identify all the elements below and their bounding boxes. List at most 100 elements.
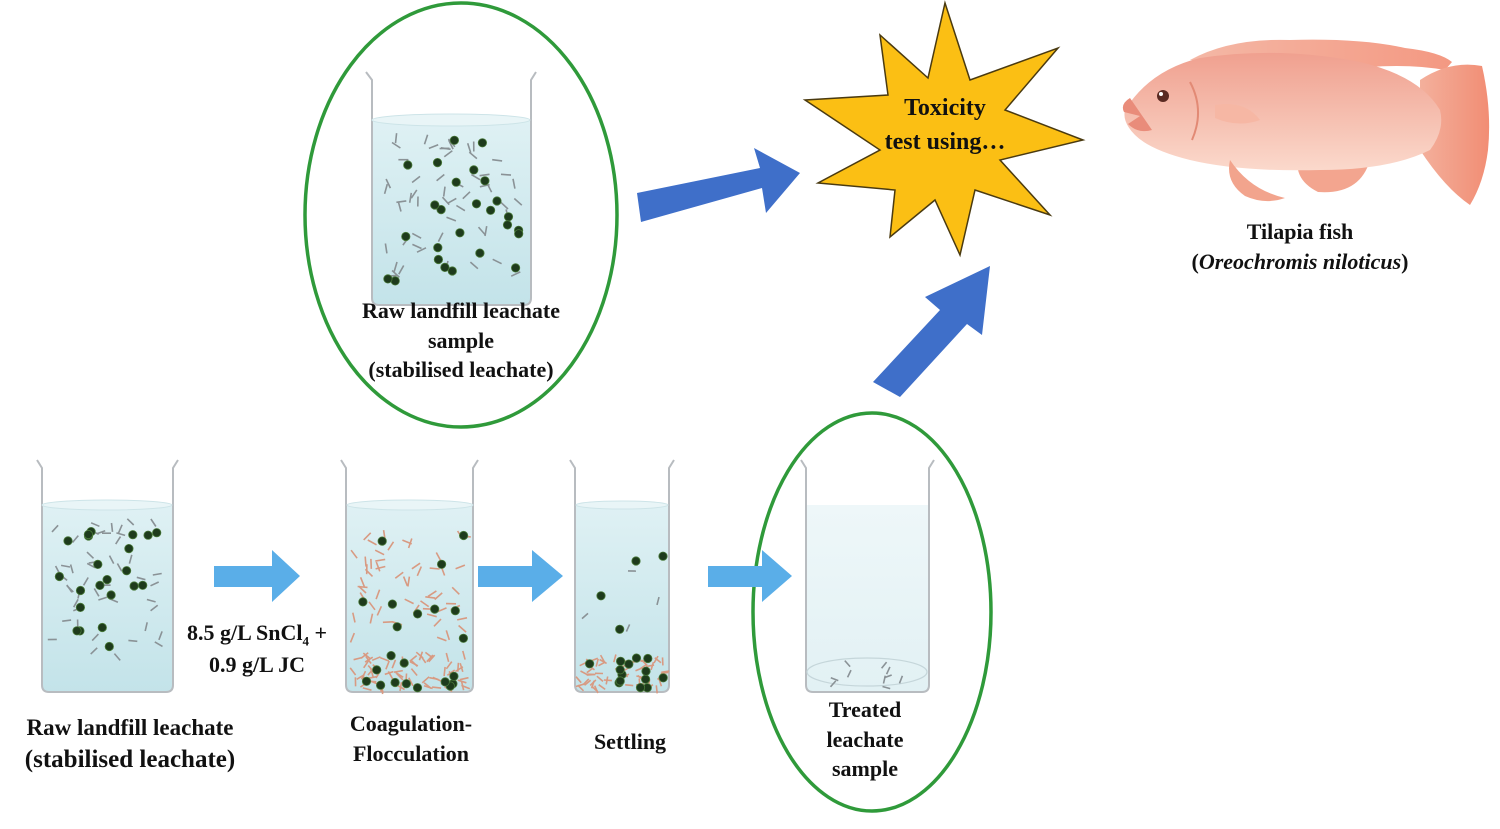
particle-dot — [373, 666, 381, 674]
fish-caption-line2: (Oreochromis niloticus) — [1150, 247, 1450, 277]
particle-dot — [94, 560, 102, 568]
particle-dot — [139, 581, 147, 589]
particle-fiber — [444, 667, 445, 676]
treated-beaker — [801, 460, 934, 692]
treated-step-label: Treated leachate sample — [795, 695, 935, 784]
particle-dot — [378, 537, 386, 545]
particle-dot — [103, 575, 111, 583]
particle-fiber — [458, 663, 459, 672]
particle-dot — [616, 657, 624, 665]
particle-dot — [470, 166, 478, 174]
particle-fiber — [656, 685, 657, 693]
particle-dot — [391, 678, 399, 686]
coag-beaker-surface — [347, 500, 473, 510]
top-sample-label: Raw landfill leachate sample (stabilised… — [311, 296, 611, 385]
arrow-coag-to-settling — [478, 550, 563, 602]
particle-dot — [659, 552, 667, 560]
dose-line1: 8.5 g/L SnCl4 + — [168, 618, 346, 650]
particle-dot — [636, 683, 644, 691]
particle-dot — [107, 591, 115, 599]
particle-dot — [625, 660, 633, 668]
particle-dot — [122, 567, 130, 575]
particle-dot — [504, 213, 512, 221]
particle-dot — [404, 161, 412, 169]
settling-beaker — [570, 460, 674, 693]
top-sample-line2: sample — [311, 326, 611, 356]
particle-dot — [362, 677, 370, 685]
particle-dot — [105, 642, 113, 650]
particle-dot — [393, 623, 401, 631]
particle-dot — [413, 610, 421, 618]
particle-dot — [434, 243, 442, 251]
particle-dot — [64, 537, 72, 545]
raw-beaker-surface — [42, 500, 172, 510]
top-sample-line1: Raw landfill leachate — [311, 296, 611, 326]
particle-fiber — [604, 680, 612, 681]
particle-dot — [450, 136, 458, 144]
fish-species-name: Oreochromis niloticus — [1199, 249, 1401, 274]
particle-dot — [55, 572, 63, 580]
treated-step-line3: sample — [795, 754, 935, 784]
toxicity-line2: test using… — [865, 126, 1025, 160]
raw-beaker — [37, 460, 178, 692]
particle-dot — [459, 634, 467, 642]
particle-dot — [434, 255, 442, 263]
particle-dot — [451, 607, 459, 615]
fish-eye-highlight — [1159, 92, 1163, 96]
particle-fiber — [383, 622, 393, 623]
particle-dot — [402, 680, 410, 688]
particle-dot — [459, 531, 467, 539]
fish-caption-line1: Tilapia fish — [1150, 217, 1450, 247]
particle-fiber — [365, 557, 366, 567]
particle-fiber — [625, 685, 633, 686]
particle-dot — [413, 684, 421, 692]
particle-dot — [597, 592, 605, 600]
particle-dot — [456, 229, 464, 237]
particle-dot — [433, 158, 441, 166]
particle-dot — [503, 221, 511, 229]
particle-dot — [659, 674, 667, 682]
particle-dot — [400, 659, 408, 667]
particle-dot — [632, 654, 640, 662]
particle-dot — [450, 672, 458, 680]
particle-dot — [73, 627, 81, 635]
particle-dot — [384, 275, 392, 283]
toxicity-label: Toxicity test using… — [865, 92, 1025, 159]
particle-dot — [129, 531, 137, 539]
particle-dot — [511, 264, 519, 272]
top-beaker-surface — [372, 114, 530, 126]
coag-step-label: Coagulation- Flocculation — [316, 709, 506, 768]
particle-dot — [376, 681, 384, 689]
treated-beaker-water — [806, 505, 929, 692]
tilapia-fish-image — [1123, 40, 1489, 205]
dose-sncl-text: 8.5 g/L SnCl — [187, 620, 303, 645]
particle-dot — [641, 675, 649, 683]
particle-dot — [472, 200, 480, 208]
particle-dot — [515, 230, 523, 238]
dose-line2: 0.9 g/L JC — [168, 650, 346, 680]
particle-dot — [642, 667, 650, 675]
top-raw-beaker — [366, 72, 536, 305]
particle-dot — [585, 660, 593, 668]
particle-dot — [478, 139, 486, 147]
particle-dot — [481, 177, 489, 185]
particle-dot — [452, 178, 460, 186]
raw-step-line1: Raw landfill leachate — [0, 712, 260, 743]
settling-step-line1: Settling — [560, 727, 700, 757]
particle-dot — [387, 651, 395, 659]
raw-step-line2: (stabilised leachate) — [0, 743, 260, 777]
top-sample-line3: (stabilised leachate) — [311, 355, 611, 385]
particle-fiber — [430, 568, 440, 569]
particle-dot — [437, 560, 445, 568]
particle-fiber — [501, 174, 511, 175]
fish-open-paren: ( — [1192, 249, 1199, 274]
particle-dot — [144, 531, 152, 539]
particle-dot — [76, 586, 84, 594]
arrow-raw-to-toxicity — [637, 148, 800, 222]
particle-dot — [632, 557, 640, 565]
particle-fiber — [587, 674, 595, 675]
treated-step-line1: Treated — [795, 695, 935, 725]
treated-step-line2: leachate — [795, 725, 935, 755]
particle-dot — [130, 582, 138, 590]
